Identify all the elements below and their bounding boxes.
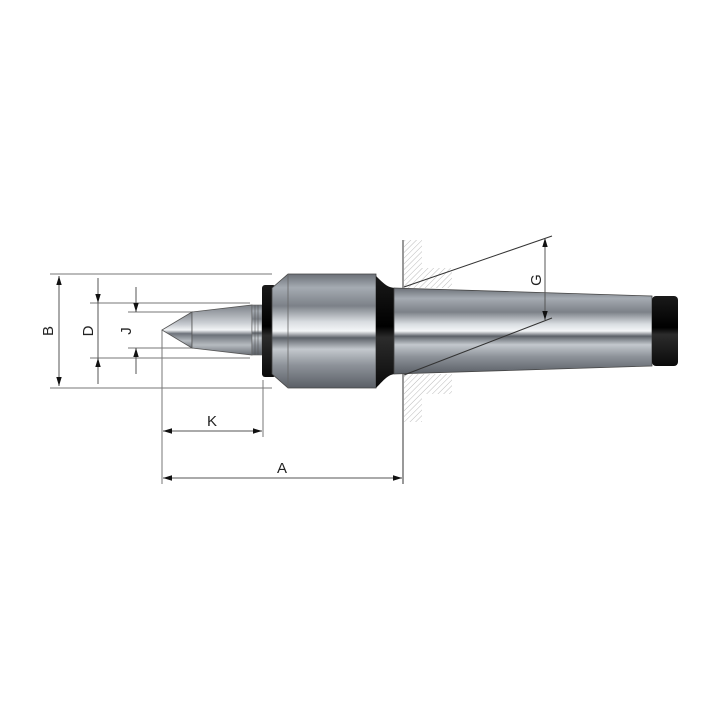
dimension-label-k: K xyxy=(207,413,217,430)
dimension-a: A xyxy=(163,460,402,481)
tang-end xyxy=(652,296,678,366)
taper-angle-lines xyxy=(403,235,553,376)
neck-groove xyxy=(376,276,396,388)
dimension-label-a: A xyxy=(277,460,287,477)
extension-lines xyxy=(50,273,272,484)
dimension-label-j: J xyxy=(118,327,135,335)
dimension-label-g: G xyxy=(528,274,545,286)
dimension-b: B xyxy=(40,276,62,386)
bearing-housing xyxy=(271,273,377,389)
dimension-d: D xyxy=(80,278,101,384)
morse-taper-shank xyxy=(393,287,653,375)
dimension-g: G xyxy=(528,238,548,320)
live-center-point xyxy=(161,304,263,356)
dimension-k: K xyxy=(163,413,262,434)
dimension-j: J xyxy=(118,287,139,374)
dimension-label-b: B xyxy=(40,326,57,336)
dimension-label-d: D xyxy=(80,325,97,336)
